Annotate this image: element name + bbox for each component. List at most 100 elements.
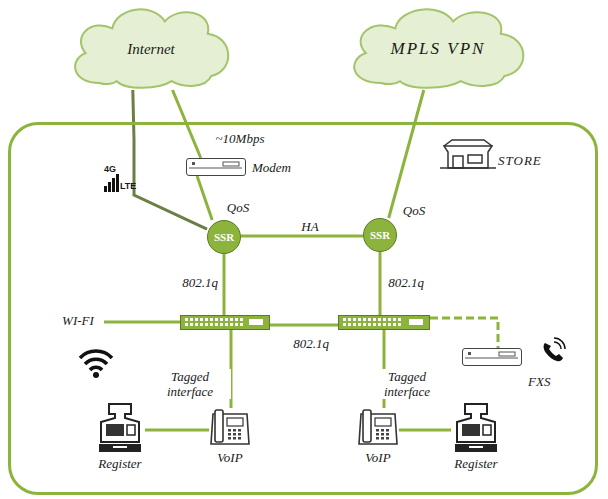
phone-key xyxy=(381,433,384,436)
switch-port xyxy=(240,323,243,326)
phone-key xyxy=(228,437,231,440)
phone-key xyxy=(381,429,384,432)
switch-node xyxy=(180,315,270,330)
cloud-node: MPLS VPN xyxy=(343,2,533,90)
phone-key xyxy=(228,433,231,436)
switch-port xyxy=(398,323,401,326)
switch-port xyxy=(200,323,203,326)
switch-port xyxy=(220,318,223,321)
register-node: Register xyxy=(451,398,501,472)
phone-handset xyxy=(363,410,371,442)
connector xyxy=(241,235,363,238)
register-drawer xyxy=(469,446,483,448)
switch-port xyxy=(358,323,361,326)
register-outline xyxy=(457,404,495,442)
switch-port xyxy=(383,323,386,326)
cloud-label: MPLS VPN xyxy=(391,39,486,59)
phone-key xyxy=(233,433,236,436)
cloud-outline xyxy=(354,9,523,87)
switch-port xyxy=(215,318,218,321)
ssr-node: SSR xyxy=(363,218,397,252)
register-screen xyxy=(106,424,124,436)
switch-port xyxy=(240,318,243,321)
switch-port xyxy=(205,318,208,321)
edge-label: 802.1q xyxy=(386,275,426,290)
device-label: FXS xyxy=(528,374,550,390)
switch-port xyxy=(373,323,376,326)
register-icon xyxy=(451,398,501,454)
switch-port xyxy=(378,318,381,321)
switch-port xyxy=(353,323,356,326)
phone-label: VoIP xyxy=(365,450,390,466)
switch-port xyxy=(373,318,376,321)
register-icon xyxy=(95,398,145,454)
cloud-label: Internet xyxy=(127,41,174,58)
phone-key xyxy=(233,437,236,440)
device-line xyxy=(465,358,518,359)
register-screen xyxy=(462,424,480,436)
edge-label: 802.1q xyxy=(180,275,220,290)
switch-ports xyxy=(339,316,429,329)
switch-port xyxy=(210,318,213,321)
register-base xyxy=(455,444,497,452)
phone-key xyxy=(233,429,236,432)
switch-port xyxy=(195,318,198,321)
switch-port xyxy=(398,318,401,321)
signal-label: LTE xyxy=(120,181,136,192)
device-slot xyxy=(499,352,515,356)
phone-key xyxy=(386,429,389,432)
phone-key xyxy=(238,429,241,432)
switch-port xyxy=(368,318,371,321)
phone-key xyxy=(238,437,241,440)
device-detail xyxy=(187,159,244,174)
phone-key xyxy=(386,437,389,440)
connector xyxy=(430,318,498,348)
device-node: FXS xyxy=(462,348,552,390)
wifi-dot xyxy=(93,372,99,378)
connector xyxy=(389,90,424,218)
switch-port xyxy=(393,323,396,326)
switch-port xyxy=(235,318,238,321)
device-label: Modem xyxy=(252,160,291,176)
wifi-link xyxy=(104,321,181,324)
region-label: STORE xyxy=(498,153,542,169)
signal-label: 4G xyxy=(104,164,116,175)
switch-port xyxy=(230,323,233,326)
switch-port xyxy=(388,318,391,321)
switch-port xyxy=(195,323,198,326)
phone-key xyxy=(376,429,379,432)
phone-key xyxy=(238,433,241,436)
edge-label: ~10Mbps xyxy=(214,131,267,146)
register-outline xyxy=(101,404,139,442)
wifi-label: WI-FI xyxy=(62,313,94,328)
connector xyxy=(270,324,338,327)
device-node: Modem xyxy=(186,158,293,176)
voip-phone-icon xyxy=(357,408,399,448)
edge-label: Tagged interface xyxy=(366,369,448,399)
switch-port xyxy=(348,323,351,326)
connector xyxy=(379,252,382,315)
switch-port xyxy=(215,323,218,326)
phone-node: VoIP xyxy=(357,408,399,466)
switch-port xyxy=(383,318,386,321)
switch-port xyxy=(225,323,228,326)
edge-label: QoS xyxy=(225,200,251,215)
device-line xyxy=(189,168,242,169)
device-light xyxy=(192,162,195,165)
phone-handset xyxy=(215,410,223,442)
switch-port xyxy=(358,318,361,321)
device-slot xyxy=(223,162,239,166)
connector xyxy=(223,254,226,315)
connector xyxy=(145,429,209,432)
connector xyxy=(197,176,212,220)
register-node: Register xyxy=(95,398,145,472)
register-label: Register xyxy=(98,456,141,472)
edge-label: HA xyxy=(299,219,320,234)
switch-port xyxy=(190,318,193,321)
switch-port xyxy=(200,318,203,321)
switch-port xyxy=(363,323,366,326)
switch-port xyxy=(190,323,193,326)
switch-port xyxy=(185,323,188,326)
phone-node: VoIP xyxy=(209,408,251,466)
router-label: SSR xyxy=(214,231,234,243)
